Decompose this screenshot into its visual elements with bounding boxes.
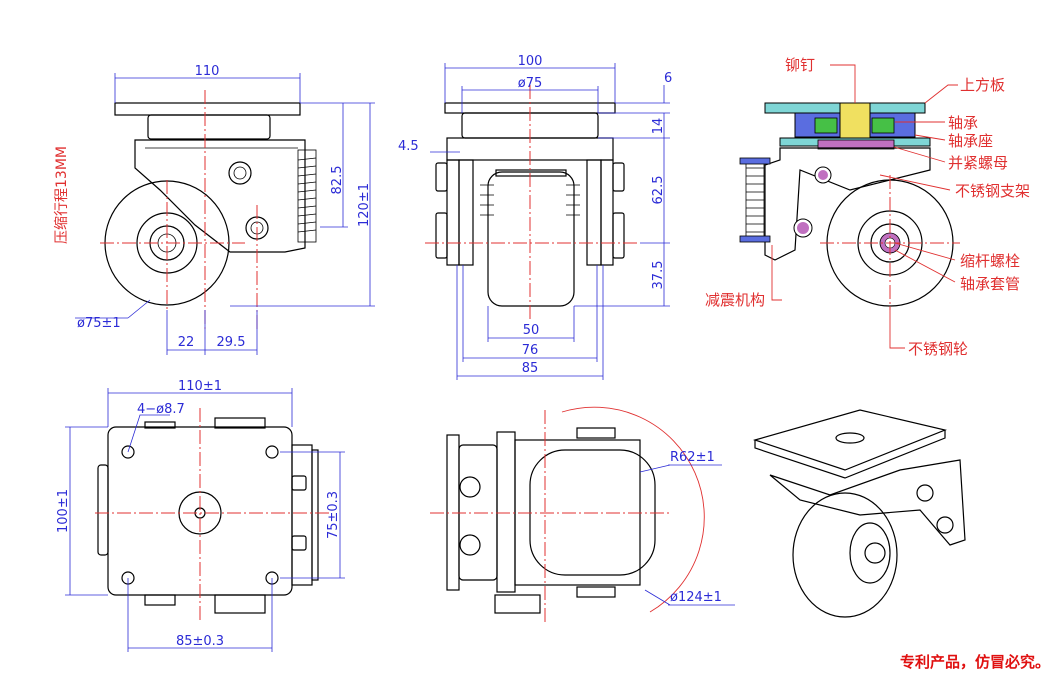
side-view: 110 82.5 120±1 压缩行程13MM ø75±1 22 29.5 [54,64,375,355]
iso-bracket [769,459,966,546]
front-view: 100 ø75 6 4.5 14 62.5 37.5 50 76 85 [398,54,672,380]
label-axle-bolt: 缩杆螺栓 [960,252,1020,270]
label-bearing: 轴承 [948,114,978,132]
top-plate [114,102,301,116]
dim-29-5: 29.5 [217,335,246,350]
dim-front-14: 14 [651,118,666,135]
section-spring [739,157,771,243]
label-rivet: 铆钉 [785,56,815,74]
label-bearing-seat: 轴承座 [948,132,993,150]
label-bracket: 不锈钢支架 [955,182,1030,200]
dim-front-6: 6 [664,71,672,86]
section-view: 铆钉 上方板 轴承 轴承座 并紧螺母 不锈钢支架 减震机构 缩杆螺栓 轴承套管 … [705,56,1030,358]
dim-front-37-5: 37.5 [651,261,666,290]
dim-wheel-dia: ø75±1 [77,316,121,331]
rear-view: R62±1 ø124±1 [430,406,735,625]
bracket [134,139,306,253]
dim-rear-r62: R62±1 [670,450,715,465]
label-wheel: 不锈钢轮 [908,340,968,358]
dim-front-62-5: 62.5 [651,176,666,205]
label-damper: 减震机构 [705,291,765,309]
spring [297,149,317,243]
dim-22: 22 [178,335,195,350]
dim-side-82-5: 82.5 [330,166,345,195]
dim-front-76: 76 [522,343,539,358]
front-wheel [487,171,575,307]
dim-rear-d124: ø124±1 [670,590,722,605]
dim-top-110: 110±1 [178,379,222,394]
dim-front-d75: ø75 [518,76,543,91]
label-top-plate: 上方板 [960,76,1005,94]
dim-front-50: 50 [523,323,540,338]
label-lock-nut: 并紧螺母 [948,154,1008,172]
dim-side-120: 120±1 [357,183,372,227]
dim-top-100: 100±1 [56,489,71,533]
iso-top-plate [752,409,947,471]
patent-notice: 专利产品，仿冒必究。 [899,653,1050,671]
isometric-view [752,409,966,618]
top-view: 110±1 4−ø8.7 100±1 75±0.3 85±0.3 [56,379,345,652]
dim-front-4-5: 4.5 [398,139,419,154]
dim-top-85: 85±0.3 [176,634,224,649]
dim-side-110: 110 [195,64,220,79]
iso-wheel [792,492,898,618]
dim-top-75: 75±0.3 [326,491,341,539]
dim-front-85: 85 [522,361,539,376]
section-rivet [839,102,871,144]
rear-arc [561,406,705,613]
label-bearing-sleeve: 轴承套管 [960,275,1020,293]
stroke-label: 压缩行程13MM [54,146,70,244]
dim-front-100: 100 [518,54,543,69]
dim-top-holes: 4−ø8.7 [137,402,185,417]
